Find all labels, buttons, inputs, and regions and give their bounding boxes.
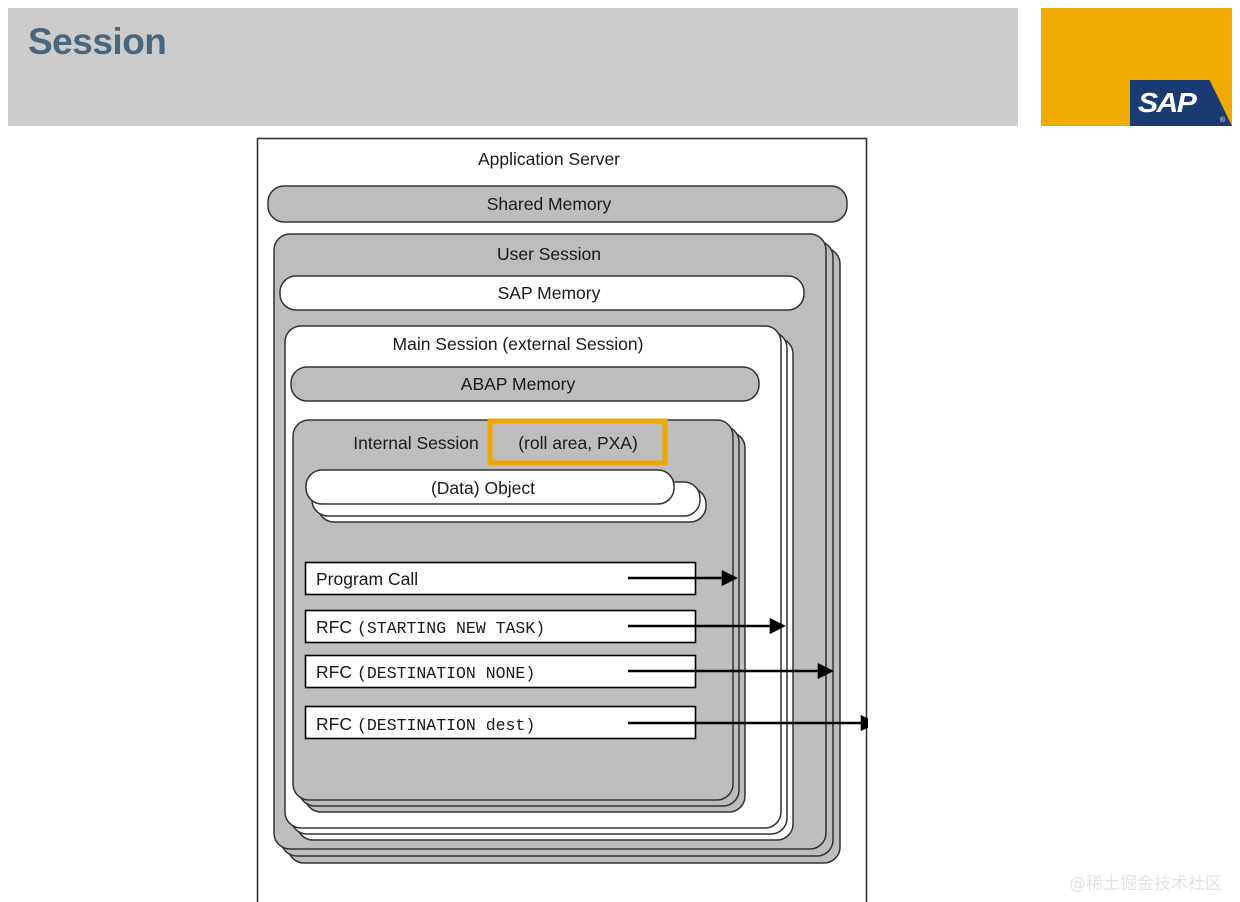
arrow-head-3: [860, 714, 868, 732]
page-header-bar: Session: [8, 8, 1018, 126]
sap-logo-wordmark: SAP: [1138, 87, 1197, 118]
arrow-head-1: [769, 617, 786, 635]
label-shared-memory: Shared Memory: [487, 194, 612, 214]
call-mono-3: (DESTINATION dest): [357, 716, 535, 735]
label-data-object: (Data) Object: [431, 478, 535, 498]
call-mono-2: (DESTINATION NONE): [357, 664, 535, 683]
sap-memory-box: [279, 275, 805, 311]
label-abap-memory: ABAP Memory: [461, 374, 576, 394]
data-object-box: [305, 469, 675, 505]
call-arrows: [628, 569, 868, 732]
label-main-session: Main Session (external Session): [393, 334, 644, 354]
roll-area-pxa-highlight: [487, 418, 668, 466]
registered-trademark-icon: ®: [1219, 117, 1225, 124]
arrow-head-0: [721, 569, 738, 587]
page-title: Session: [28, 21, 167, 62]
call-label-0: Program Call: [316, 569, 418, 589]
arrow-head-2: [817, 662, 834, 680]
shared-memory-box: [267, 185, 848, 223]
abap-memory-box: [290, 366, 760, 402]
label-user-session: User Session: [497, 244, 601, 264]
sap-logo-text-wrap: SAP ®: [1130, 80, 1232, 126]
sap-logo: SAP ®: [1041, 8, 1232, 126]
call-mono-1: (STARTING NEW TASK): [357, 619, 545, 638]
label-sap-memory: SAP Memory: [498, 283, 601, 303]
call-label-2: RFC: [316, 662, 352, 682]
label-internal-session: Internal Session: [353, 433, 479, 453]
watermark: @稀土掘金技术社区: [1069, 874, 1222, 894]
label-application-server: Application Server: [478, 149, 620, 169]
call-label-1: RFC: [316, 617, 352, 637]
label-roll-area-pxa: (roll area, PXA): [518, 433, 638, 453]
call-label-3: RFC: [316, 714, 352, 734]
